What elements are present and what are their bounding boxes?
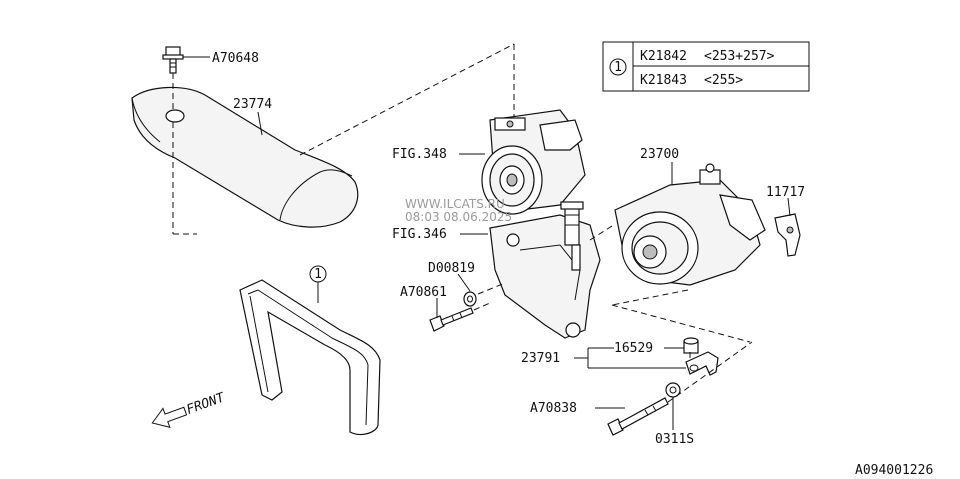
- callout-washer-bottom: 0311S: [655, 432, 694, 447]
- legend-row-2-code: K21843: [640, 73, 687, 88]
- alt-bracket-icon: [774, 213, 801, 257]
- legend-circle-icon: [609, 58, 627, 76]
- callout-belt-circle: 1: [314, 267, 322, 282]
- front-label: FRONT: [185, 390, 228, 418]
- diagram-id: A094001226: [855, 463, 933, 478]
- nut-icon: [683, 337, 699, 354]
- legend-table: 1 K21842 <253+257> K21843 <255>: [602, 41, 810, 92]
- callout-long-bolt: A70838: [530, 401, 577, 416]
- callout-cover: 23774: [233, 97, 272, 112]
- bolt-top-icon: [162, 46, 184, 74]
- callout-alternator: 23700: [640, 147, 679, 162]
- callout-bolt-left: A70861: [400, 285, 447, 300]
- mount-bracket-icon: [489, 201, 601, 339]
- watermark-datetime: 08:03 08.06.2025: [405, 210, 512, 224]
- callout-bracket-fig: FIG.346: [392, 227, 447, 242]
- callout-nut: 16529: [614, 341, 653, 356]
- legend-circle-number: 1: [614, 60, 622, 75]
- callout-alt-bracket: 11717: [766, 185, 805, 200]
- front-arrow-icon: FRONT: [151, 390, 228, 428]
- legend-row-1-code: K21842: [640, 49, 687, 64]
- callout-adjuster: 23791: [521, 351, 560, 366]
- bolt-left-icon: [429, 307, 474, 332]
- v-belt-icon: [239, 279, 381, 436]
- belt-cover-icon: [131, 86, 359, 228]
- legend-row-2-note: <255>: [704, 73, 743, 88]
- alternator-icon: [614, 163, 766, 286]
- callout-washer-small: D00819: [428, 261, 475, 276]
- washer-small-icon: [463, 291, 477, 307]
- callout-bolt-top: A70648: [212, 51, 259, 66]
- steering-pump-icon: [481, 109, 586, 215]
- watermark-site: WWW.ILCATS.RU: [405, 197, 505, 211]
- adjuster-plate-icon: [685, 351, 719, 376]
- callout-pump-fig: FIG.348: [392, 147, 447, 162]
- legend-row-1-note: <253+257>: [704, 49, 775, 64]
- long-bolt-icon: [607, 397, 669, 436]
